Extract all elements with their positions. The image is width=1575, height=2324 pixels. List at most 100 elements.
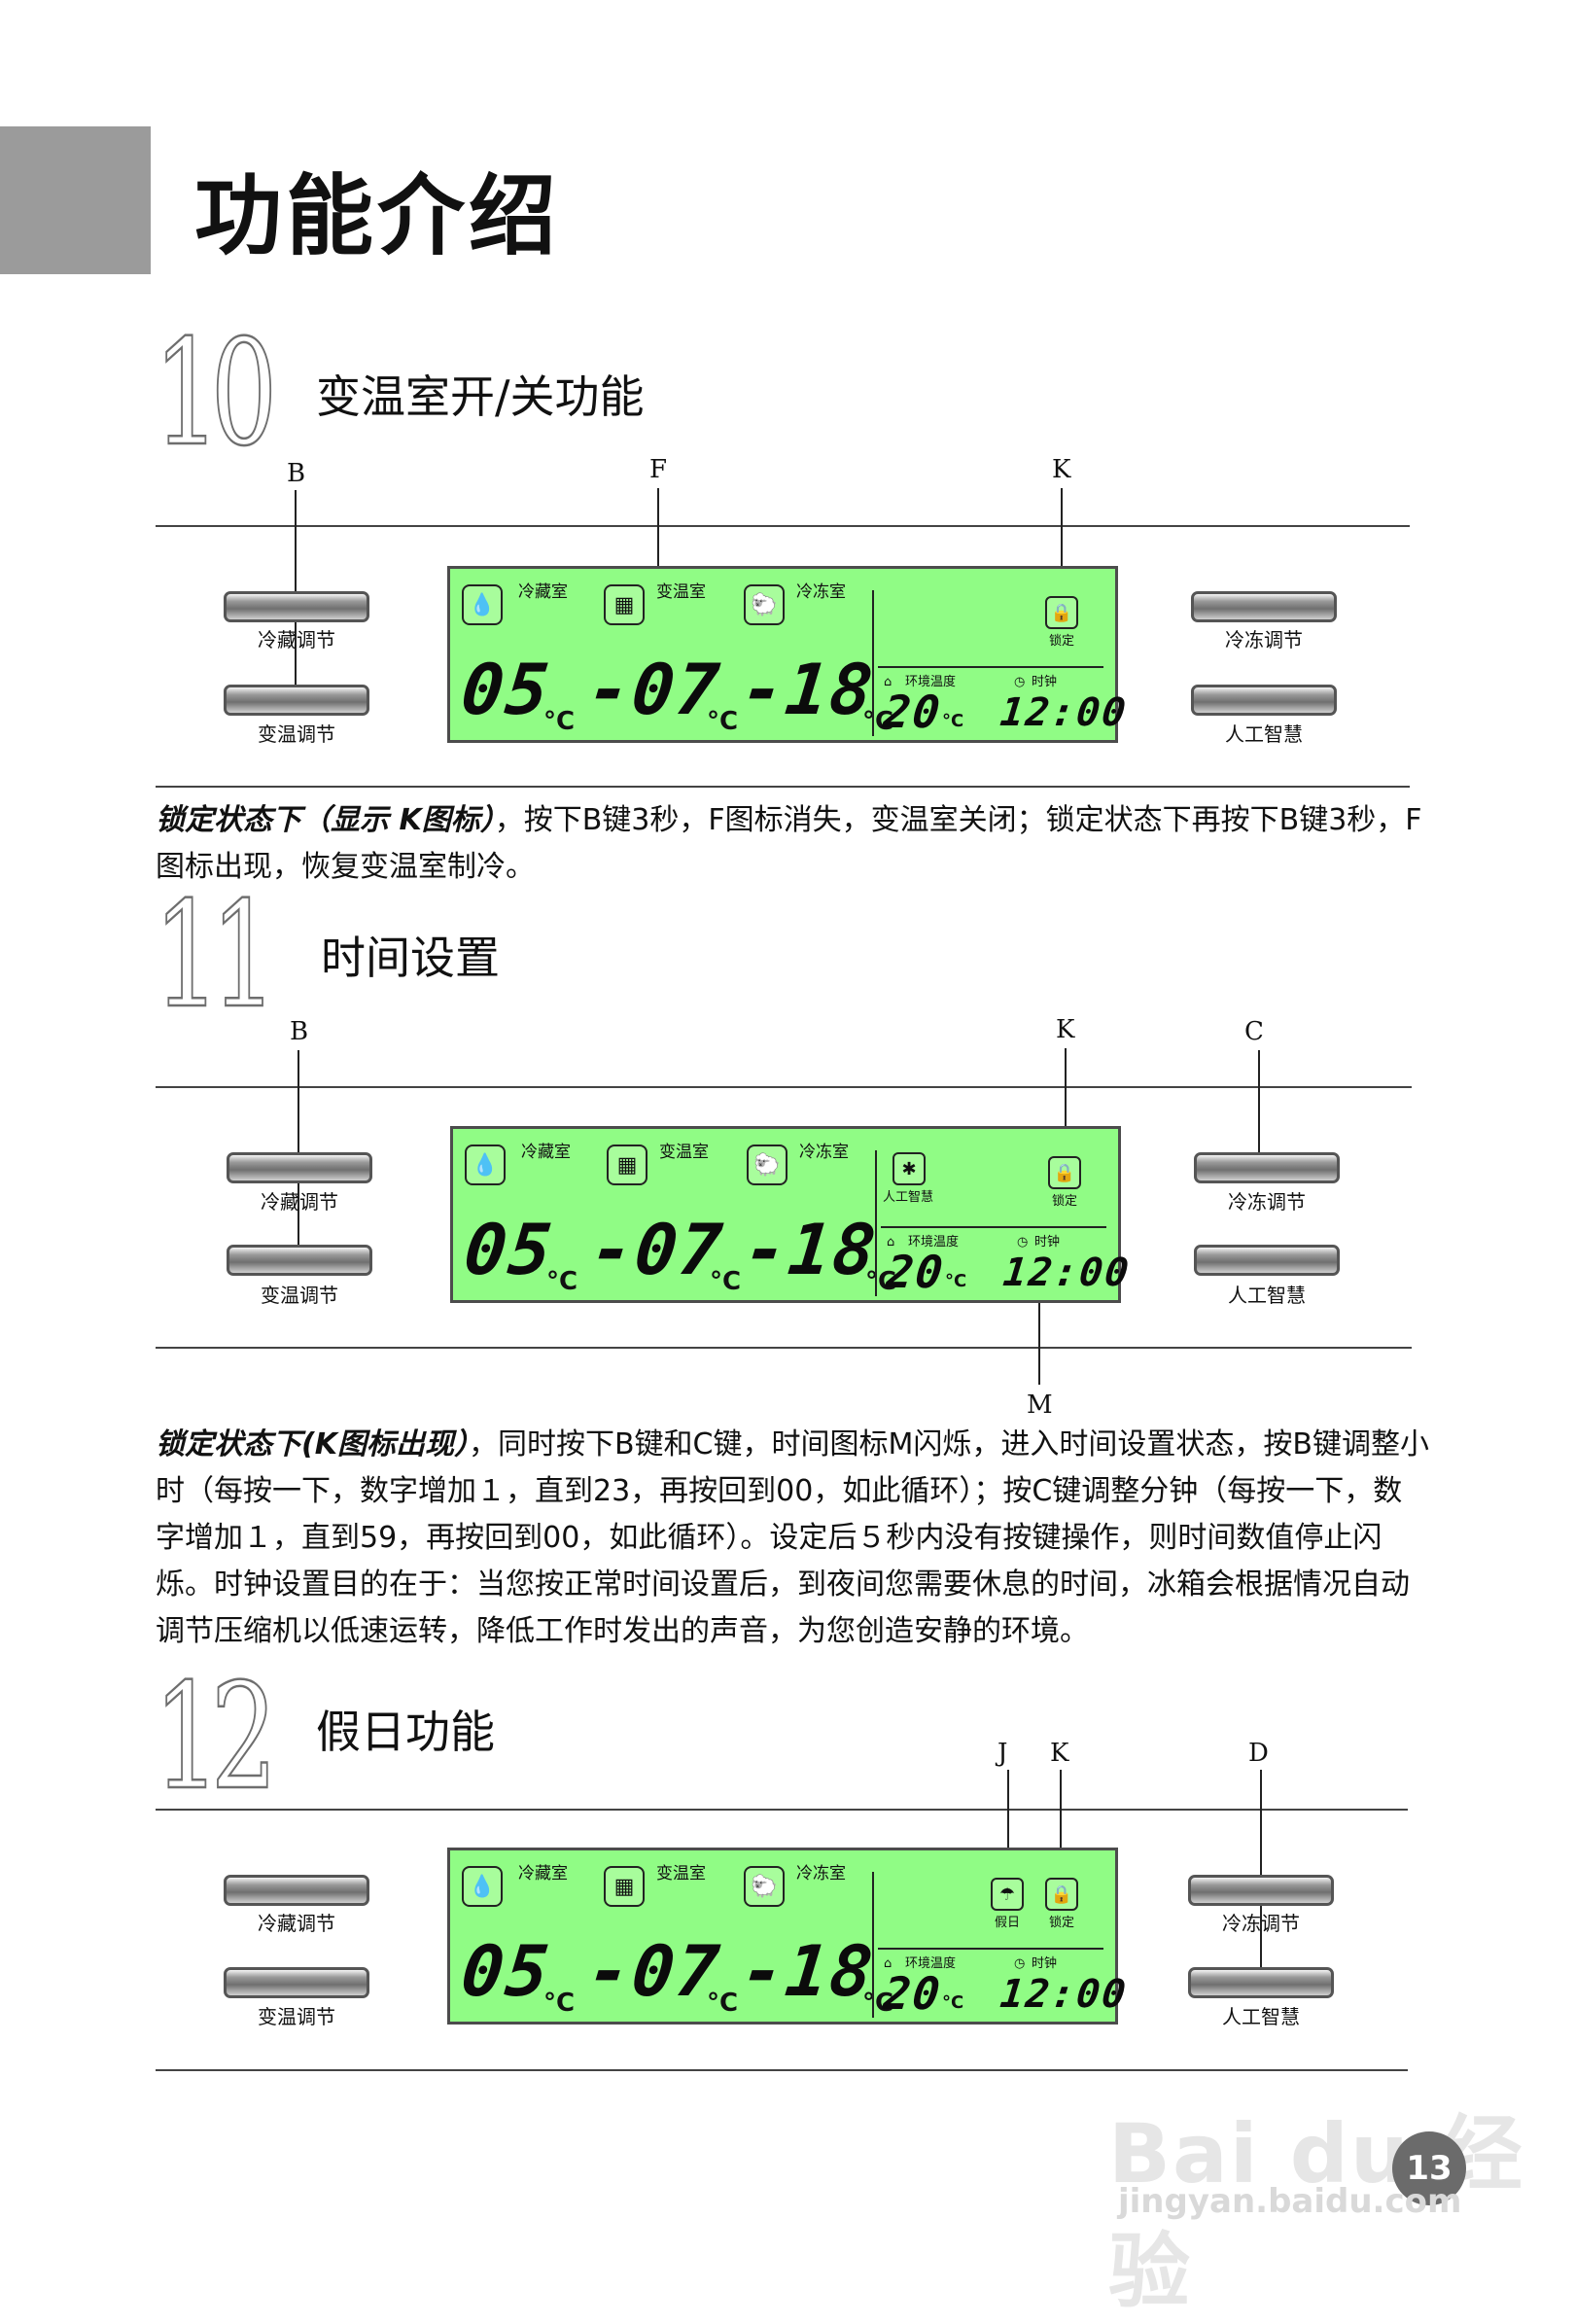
lock-icon: 🔒: [1048, 1156, 1081, 1189]
lcd-temp-variable: -07: [586, 1209, 728, 1290]
fridge-adjust-label: 冷藏调节: [258, 1912, 335, 1935]
variable-adjust-label: 变温调节: [258, 2005, 335, 2028]
ai-button[interactable]: [1188, 1967, 1334, 1998]
clock-icon: ◷: [1017, 1235, 1029, 1250]
lcd-lock-label: 锁定: [1052, 1194, 1078, 1209]
lcd-ambient-unit: °C: [945, 1271, 967, 1291]
clock-icon: ◷: [1014, 1956, 1026, 1971]
callout-k-line: [1065, 1048, 1067, 1145]
callout-c-line: [1258, 1050, 1260, 1159]
lcd-unit-2: °C: [707, 707, 739, 736]
callout-k: K: [1056, 1015, 1075, 1044]
water-drops-icon: 💧: [465, 1144, 506, 1185]
section-12-number: 12: [153, 1653, 278, 1822]
lcd-clock-label: 时钟: [1034, 1235, 1061, 1250]
freezer-animal-icon: 🐑: [744, 1866, 785, 1907]
section-11-title: 时间设置: [321, 932, 500, 984]
section-10-number: 10: [153, 309, 278, 478]
lcd-unit-1: °C: [543, 1989, 576, 2018]
freezer-adjust-label: 冷冻调节: [1228, 1190, 1306, 1214]
variable-room-icon: ▦: [604, 1866, 645, 1907]
callout-c: C: [1244, 1017, 1264, 1046]
callout-d-line: [1260, 1770, 1262, 1974]
ai-button[interactable]: [1194, 1245, 1340, 1276]
ai-button[interactable]: [1191, 685, 1337, 716]
lcd-clock-label: 时钟: [1032, 675, 1058, 689]
freezer-adjust-button[interactable]: [1191, 591, 1337, 622]
header-gray-tab: [0, 126, 151, 274]
lcd-unit-1: °C: [546, 1267, 578, 1296]
variable-room-icon: ▦: [604, 584, 645, 625]
lcd-clock-time: 12:00: [998, 690, 1130, 735]
lcd-fridge-label: 冷藏室: [518, 1864, 568, 1884]
lcd-freezer-label: 冷冻室: [799, 1143, 849, 1162]
callout-k-line: [1060, 1770, 1062, 1881]
section-10-desc-bold: 锁定状态下（显示 K图标）: [156, 803, 495, 837]
lcd-display: 💧 冷藏室 ▦ 变温室 🐑 冷冻室 05 °C -07 °C -18 °C ✱ …: [450, 1126, 1133, 1303]
lcd-lock-label: 锁定: [1049, 634, 1075, 649]
freezer-animal-icon: 🐑: [744, 584, 785, 625]
section-11-number: 11: [153, 871, 278, 1040]
house-icon: ⌂: [884, 1956, 892, 1971]
callout-k-line: [1061, 488, 1063, 585]
lcd-variable-label: 变温室: [656, 582, 706, 602]
page-number: 13: [1392, 2131, 1466, 2205]
callout-m-line: [1038, 1284, 1040, 1385]
callout-k: K: [1050, 1739, 1069, 1768]
divider-bottom: [156, 1347, 1412, 1349]
lcd-temp-freezer: -18: [737, 649, 879, 730]
water-drops-icon: 💧: [462, 1866, 503, 1907]
lcd-temp-fridge: 05: [457, 1930, 555, 2012]
callout-b: B: [290, 1017, 309, 1046]
fridge-adjust-label: 冷藏调节: [261, 1190, 338, 1214]
lcd-ambient-temp: 20: [884, 1246, 948, 1298]
variable-adjust-button[interactable]: [227, 1245, 372, 1276]
lcd-divider: [875, 1150, 877, 1296]
section-10-description: 锁定状态下（显示 K图标），按下B键3秒，F图标消失，变温室关闭；锁定状态下再按…: [156, 797, 1429, 891]
page-title: 功能介绍: [194, 165, 560, 267]
lcd-unit-3: °C: [862, 707, 894, 736]
lock-icon: 🔒: [1045, 596, 1078, 629]
fridge-adjust-button[interactable]: [224, 591, 369, 622]
lcd-display: 💧 冷藏室 ▦ 变温室 🐑 冷冻室 05 °C -07 °C -18 °C ☂ …: [447, 1848, 1130, 2025]
variable-adjust-button[interactable]: [224, 1967, 369, 1998]
fridge-adjust-button[interactable]: [224, 1875, 369, 1906]
house-icon: ⌂: [887, 1235, 895, 1250]
lcd-fridge-label: 冷藏室: [521, 1143, 571, 1162]
lcd-unit-3: °C: [865, 1267, 897, 1296]
lcd-ai-label: 人工智慧: [883, 1190, 934, 1205]
lcd-ambient-unit: °C: [942, 1992, 964, 2013]
lcd-temp-variable: -07: [583, 649, 725, 730]
freezer-animal-icon: 🐑: [747, 1144, 788, 1185]
lcd-unit-1: °C: [543, 707, 576, 736]
lcd-divider: [878, 666, 1103, 668]
lcd-ambient-label: 环境温度: [908, 1235, 960, 1250]
variable-adjust-label: 变温调节: [258, 722, 335, 746]
lcd-fridge-label: 冷藏室: [518, 582, 568, 602]
lcd-divider: [872, 590, 874, 736]
lcd-unit-2: °C: [710, 1267, 742, 1296]
callout-j: J: [998, 1739, 1008, 1768]
lcd-divider: [872, 1872, 874, 2018]
freezer-adjust-button[interactable]: [1194, 1152, 1340, 1183]
lcd-lock-label: 锁定: [1049, 1916, 1075, 1930]
divider-bottom: [156, 786, 1410, 788]
holiday-umbrella-icon: ☂: [991, 1878, 1024, 1911]
fridge-adjust-button[interactable]: [227, 1152, 372, 1183]
ai-button-label: 人工智慧: [1225, 722, 1303, 746]
clock-icon: ◷: [1014, 675, 1026, 689]
lcd-temp-fridge: 05: [460, 1209, 558, 1290]
variable-adjust-button[interactable]: [224, 685, 369, 716]
section-12-title: 假日功能: [316, 1706, 495, 1758]
section-11-desc-text: ，同时按下B键和C键，时间图标M闪烁，进入时间设置状态，按B键调整小时（每按一下…: [156, 1427, 1429, 1648]
lcd-ambient-label: 环境温度: [905, 1956, 957, 1971]
water-drops-icon: 💧: [462, 584, 503, 625]
section-11-desc-bold: 锁定状态下(K图标出现）: [156, 1427, 469, 1461]
lcd-temp-freezer: -18: [740, 1209, 882, 1290]
section-11-description: 锁定状态下(K图标出现），同时按下B键和C键，时间图标M闪烁，进入时间设置状态，…: [156, 1422, 1429, 1655]
freezer-adjust-button[interactable]: [1188, 1875, 1334, 1906]
fridge-adjust-label: 冷藏调节: [258, 628, 335, 651]
lcd-unit-2: °C: [707, 1989, 739, 2018]
lcd-divider: [881, 1226, 1106, 1228]
lcd-freezer-label: 冷冻室: [796, 582, 846, 602]
